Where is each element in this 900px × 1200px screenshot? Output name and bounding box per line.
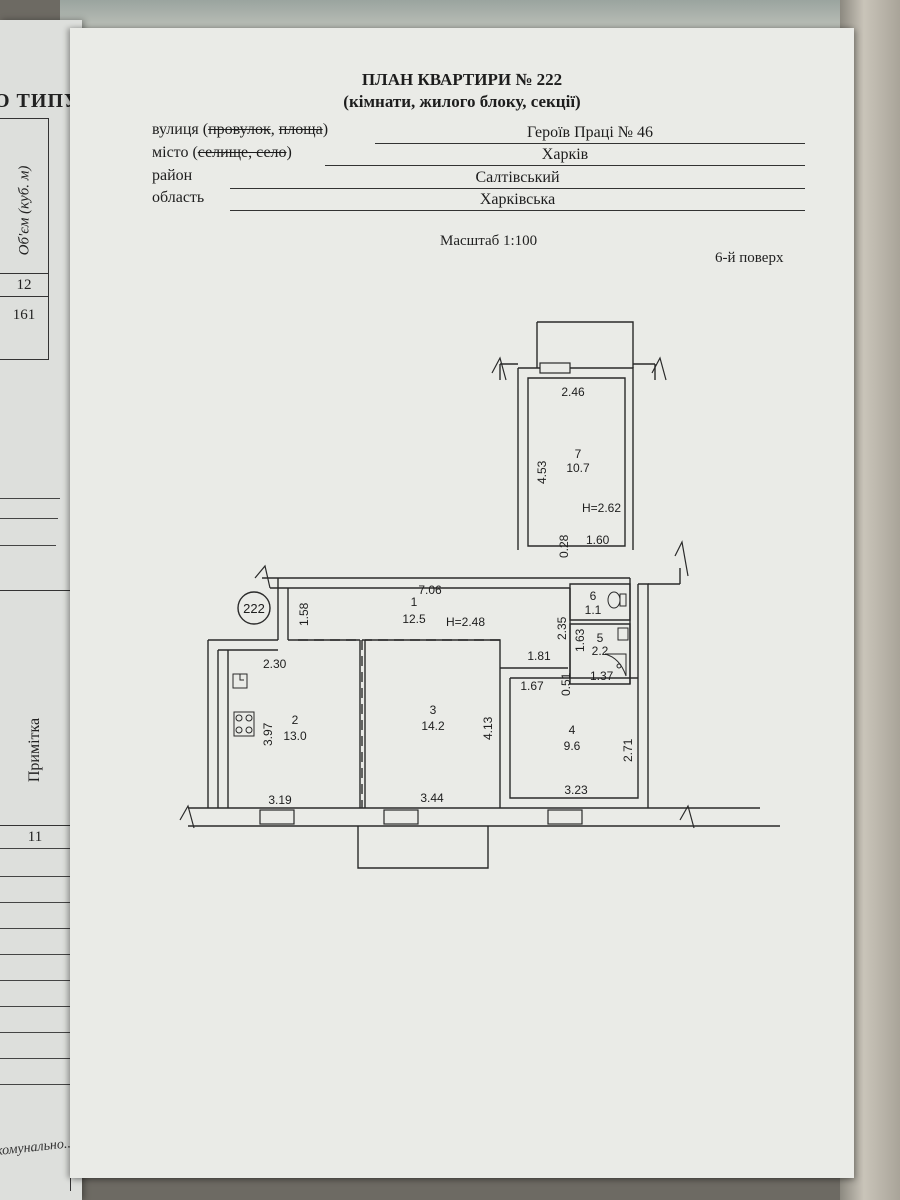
document-page: ПЛАН КВАРТИРИ № 222 (кімнати, жилого бло…: [70, 28, 854, 1178]
street-label: вулиця (провулок, площа): [152, 121, 329, 138]
room-6-area: 1.1: [585, 603, 602, 617]
room-4-number: 4: [569, 723, 576, 737]
scale-label: Масштаб 1:100: [440, 233, 538, 249]
left-row-2: [0, 876, 70, 877]
room-2-number: 2: [292, 713, 299, 727]
room-5-number: 5: [597, 631, 604, 645]
apartment-badge: [237, 591, 271, 625]
dim-r4-side: 2.71: [621, 738, 635, 762]
district-label: район: [152, 167, 193, 184]
left-row-3: [0, 902, 70, 903]
dim-r2-bottom: 3.19: [268, 793, 292, 807]
left-rule-2: [0, 518, 58, 519]
room-7-area: 10.7: [566, 461, 590, 475]
left-row-9: [0, 1058, 70, 1059]
left-rule-1: [0, 498, 60, 499]
dim-r3-bottom: 3.44: [420, 791, 444, 805]
toilet-icon: [607, 591, 627, 609]
room-7-number: 7: [575, 447, 582, 461]
left-row-1: [0, 848, 70, 849]
left-row-6: [0, 980, 70, 981]
dim-r4-top: 1.67: [520, 679, 544, 693]
left-rule-3: [0, 545, 56, 546]
document-subtitle: (кімнати, жилого блоку, секції): [343, 92, 581, 111]
room-3-number: 3: [430, 703, 437, 717]
left-row-10: [0, 1084, 70, 1085]
hall-height: H=2.48: [446, 615, 485, 629]
plan-windows: [259, 362, 583, 825]
sink-icon: [232, 673, 248, 689]
dim-hall-length: 7.06: [418, 583, 442, 597]
left-row-5: [0, 954, 70, 955]
left-row-7: [0, 1006, 70, 1007]
column-number-cell: 12: [0, 273, 48, 296]
dim-r2-top: 2.30: [263, 657, 287, 671]
street-value: Героїв Праці № 46: [375, 123, 805, 144]
left-page-table: [0, 118, 49, 360]
city-value: Харків: [325, 145, 805, 166]
room-6-number: 6: [590, 589, 597, 603]
dim-r5-side: 1.63: [573, 628, 587, 652]
document-title: ПЛАН КВАРТИРИ № 222: [361, 70, 563, 89]
left-row-8: [0, 1032, 70, 1033]
left-page-title: О ТИПУ: [0, 90, 80, 112]
floor-plan: 222 7 10.7 H=2.62 1 12.5 H=2.48 2 13.0 3…: [179, 321, 780, 869]
room-5-area: 2.2: [592, 644, 609, 658]
kitchen-height: H=2.62: [582, 501, 621, 515]
room-1-area: 12.5: [402, 612, 426, 626]
wall-break-marks: [179, 356, 695, 829]
dim-hall-right: 2.35: [555, 616, 569, 640]
dim-r7-wall: 0.28: [557, 534, 571, 558]
dim-r5-bottom: 1.37: [590, 669, 614, 683]
dim-r4-bottom: 3.23: [564, 783, 588, 797]
basin-icon: [617, 627, 629, 641]
volume-column-header: Об'єм (куб. м): [16, 165, 33, 255]
region-value: Харківська: [230, 190, 805, 211]
dim-r7-width: 2.46: [561, 385, 585, 399]
room-4-area: 9.6: [564, 739, 581, 753]
region-label: область: [152, 189, 205, 206]
dim-r3-side: 4.13: [481, 716, 495, 740]
city-label: місто (селище, село): [152, 144, 292, 161]
note-column-header: Примітка: [26, 717, 43, 783]
bathtub-icon: [604, 653, 627, 677]
dim-r7-bottom: 1.60: [586, 533, 610, 547]
room-1-number: 1: [411, 595, 418, 609]
dim-r2-side: 3.97: [261, 722, 275, 746]
left-page: О ТИПУ Об'єм (куб. м) 12 161 Примітка 11…: [0, 20, 82, 1200]
district-value: Салтівський: [230, 168, 805, 189]
floor-label: 6-й поверх: [715, 250, 784, 266]
plan-walls: [188, 321, 780, 869]
dim-corridor: 1.81: [527, 649, 551, 663]
dim-r7-length: 4.53: [535, 460, 549, 484]
plan-partitions: [298, 639, 500, 808]
room-2-area: 13.0: [283, 729, 307, 743]
stove-icon: [233, 711, 255, 737]
left-row-4: [0, 928, 70, 929]
volume-value-cell: 161: [0, 296, 48, 337]
apartment-badge-label: 222: [243, 601, 265, 616]
dim-r4-wall: 0.51: [559, 672, 573, 696]
room-3-area: 14.2: [421, 719, 445, 733]
note-number-cell: 11: [0, 825, 70, 848]
dim-hall-width: 1.58: [297, 602, 311, 626]
